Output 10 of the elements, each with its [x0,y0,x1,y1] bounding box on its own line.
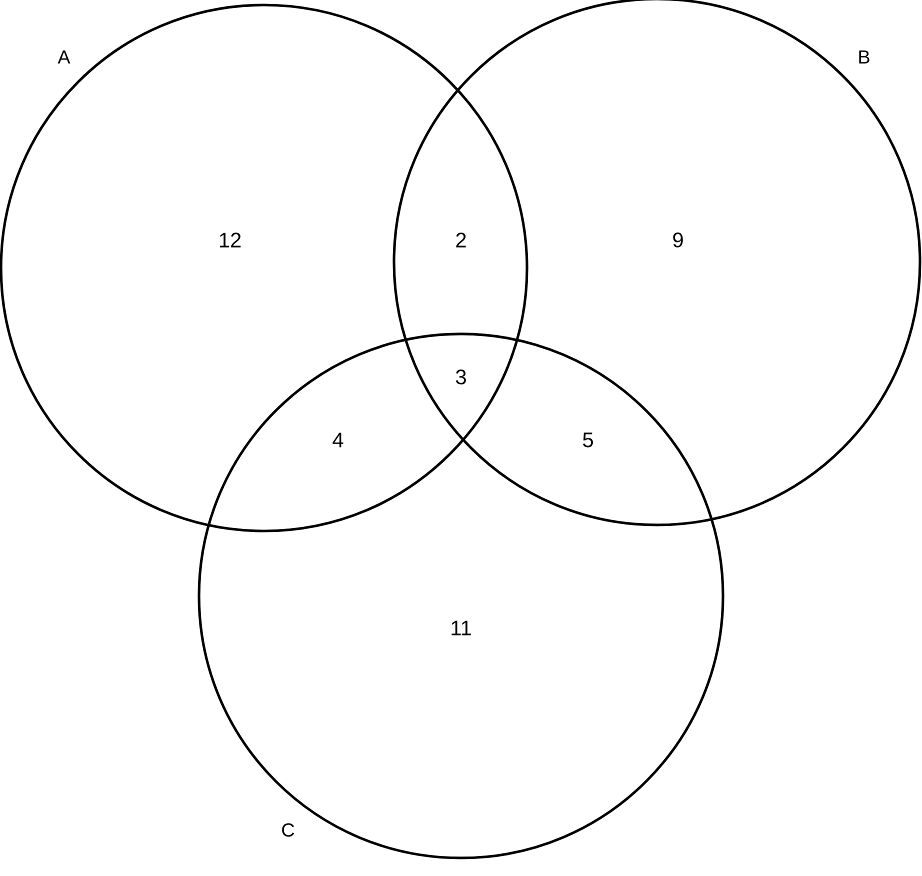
set-label: C [282,823,294,837]
set-label: B [859,50,870,64]
region-count: 3 [456,370,466,384]
region-count: 9 [673,232,683,248]
region-count: 2 [456,232,466,248]
region-count: 4 [332,432,344,448]
region-count: 12 [220,232,241,248]
set-label: A [58,50,70,64]
region-count: 5 [583,432,593,448]
region-count: 11 [452,620,471,636]
